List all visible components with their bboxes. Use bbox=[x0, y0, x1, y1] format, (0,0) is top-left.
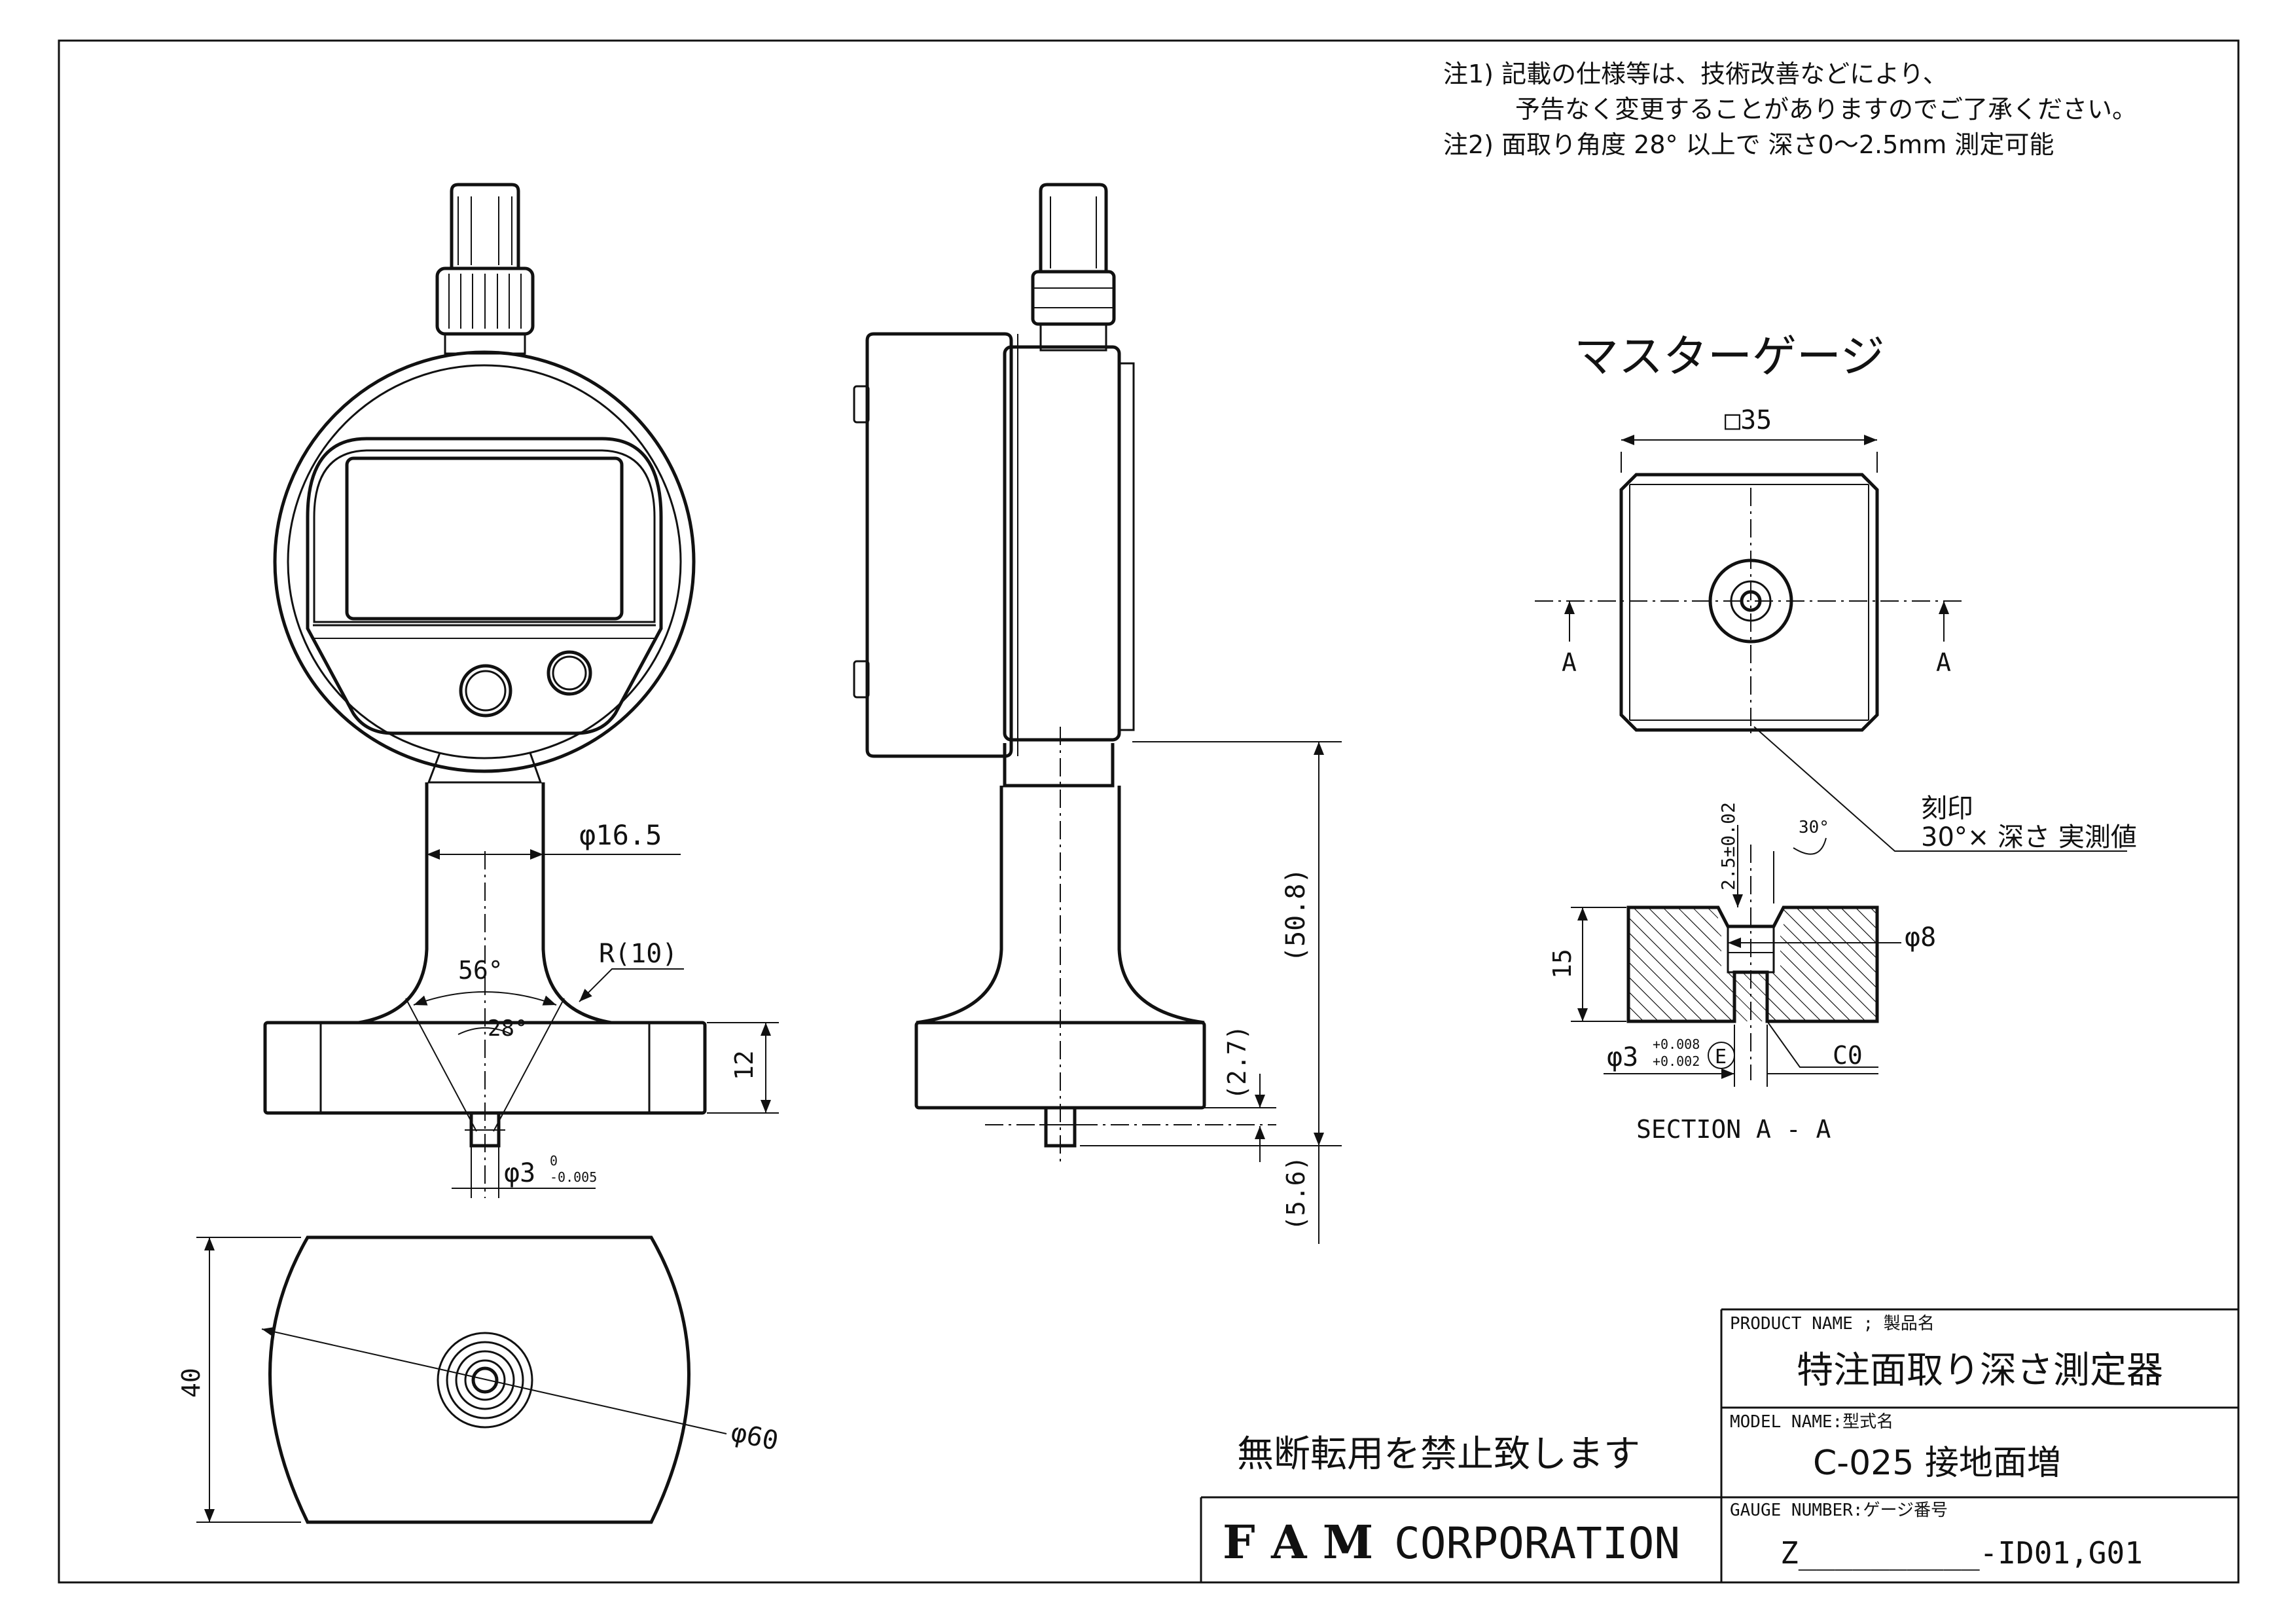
dim-tip-diameter: φ3 bbox=[504, 1158, 535, 1188]
dim-hole-diameter: φ8 bbox=[1905, 922, 1936, 953]
company-name-bold: F A M bbox=[1223, 1515, 1373, 1569]
gauge-number-label: GAUGE NUMBER:ゲージ番号 bbox=[1730, 1501, 1948, 1520]
dim-base-height: 12 bbox=[730, 1050, 759, 1080]
dim-overall-length: (50.8) bbox=[1281, 868, 1311, 963]
note-1-line-2: 予告なく変更することがありますのでご了承ください。 bbox=[1515, 95, 2137, 124]
gauge-number: Z__________-ID01,G01 bbox=[1780, 1535, 2143, 1571]
side-view: (50.8) (2.7) (5.6) bbox=[853, 183, 1342, 1244]
dim-pin-tol-lower: +0.002 bbox=[1653, 1053, 1700, 1069]
dim-pin-tol-upper: +0.008 bbox=[1653, 1036, 1700, 1052]
dim-chamfer: C0 bbox=[1833, 1041, 1863, 1070]
dim-tip-protrusion: (2.7) bbox=[1223, 1025, 1251, 1100]
note-2: 注2) 面取り角度 28° 以上で 深さ0〜2.5mm 測定可能 bbox=[1443, 130, 2054, 159]
master-gauge-title: マスターゲージ bbox=[1574, 331, 1885, 383]
bottom-view: φ60 40 bbox=[177, 1235, 781, 1524]
dim-tip-tol-upper: 0 bbox=[550, 1153, 558, 1169]
product-name-label: PRODUCT NAME ; 製品名 bbox=[1730, 1314, 1935, 1334]
title-block: 無断転用を禁止致します F A M CORPORATION PRODUCT NA… bbox=[1200, 1308, 2238, 1582]
dim-angle-56: 56° bbox=[458, 956, 503, 985]
dim-depth: 2.5±0.02 bbox=[1717, 802, 1739, 890]
dim-angle-30: 30° bbox=[1799, 818, 1829, 837]
dim-angle-28: 28° bbox=[488, 1015, 528, 1042]
dim-tip-tol-lower: -0.005 bbox=[550, 1169, 597, 1185]
model-name: C-025 接地面増 bbox=[1813, 1444, 2061, 1483]
engrave-label-2: 30°× 深さ 実測値 bbox=[1921, 822, 2137, 852]
dim-base-diameter: φ60 bbox=[728, 1417, 781, 1457]
section-mark-left: A bbox=[1562, 648, 1577, 677]
master-size: □35 bbox=[1725, 405, 1772, 435]
master-gauge: マスターゲージ □35 A A 刻印 30°× 深さ 実測値 15 bbox=[1535, 331, 2137, 1144]
reuse-notice: 無断転用を禁止致します bbox=[1237, 1433, 1640, 1476]
model-name-label: MODEL NAME:型式名 bbox=[1730, 1412, 1893, 1432]
notes: 注1) 記載の仕様等は、技術改善などにより、 予告なく変更することがありますので… bbox=[1443, 60, 2137, 159]
front-view: φ16.5 R(10) 56° 28° 12 φ3 0 -0.005 bbox=[263, 183, 779, 1198]
dim-lower: (5.6) bbox=[1282, 1156, 1310, 1231]
note-1-line-1: 注1) 記載の仕様等は、技術改善などにより、 bbox=[1443, 60, 1948, 88]
dim-thickness: 15 bbox=[1548, 949, 1577, 979]
drawing-border bbox=[58, 39, 2240, 1584]
section-title: SECTION A - A bbox=[1636, 1115, 1831, 1144]
dim-base-width: 40 bbox=[177, 1368, 206, 1398]
section-mark-right: A bbox=[1936, 648, 1951, 677]
company-name-rest: CORPORATION bbox=[1394, 1518, 1680, 1569]
dim-pin-diameter: φ3 bbox=[1607, 1042, 1638, 1072]
dim-fillet-radius: R(10) bbox=[599, 939, 677, 969]
product-name: 特注面取り深さ測定器 bbox=[1797, 1349, 2163, 1392]
dim-pin-fit: E bbox=[1715, 1046, 1727, 1068]
dim-stem-diameter: φ16.5 bbox=[579, 819, 662, 851]
engrave-label-1: 刻印 bbox=[1921, 793, 1973, 824]
